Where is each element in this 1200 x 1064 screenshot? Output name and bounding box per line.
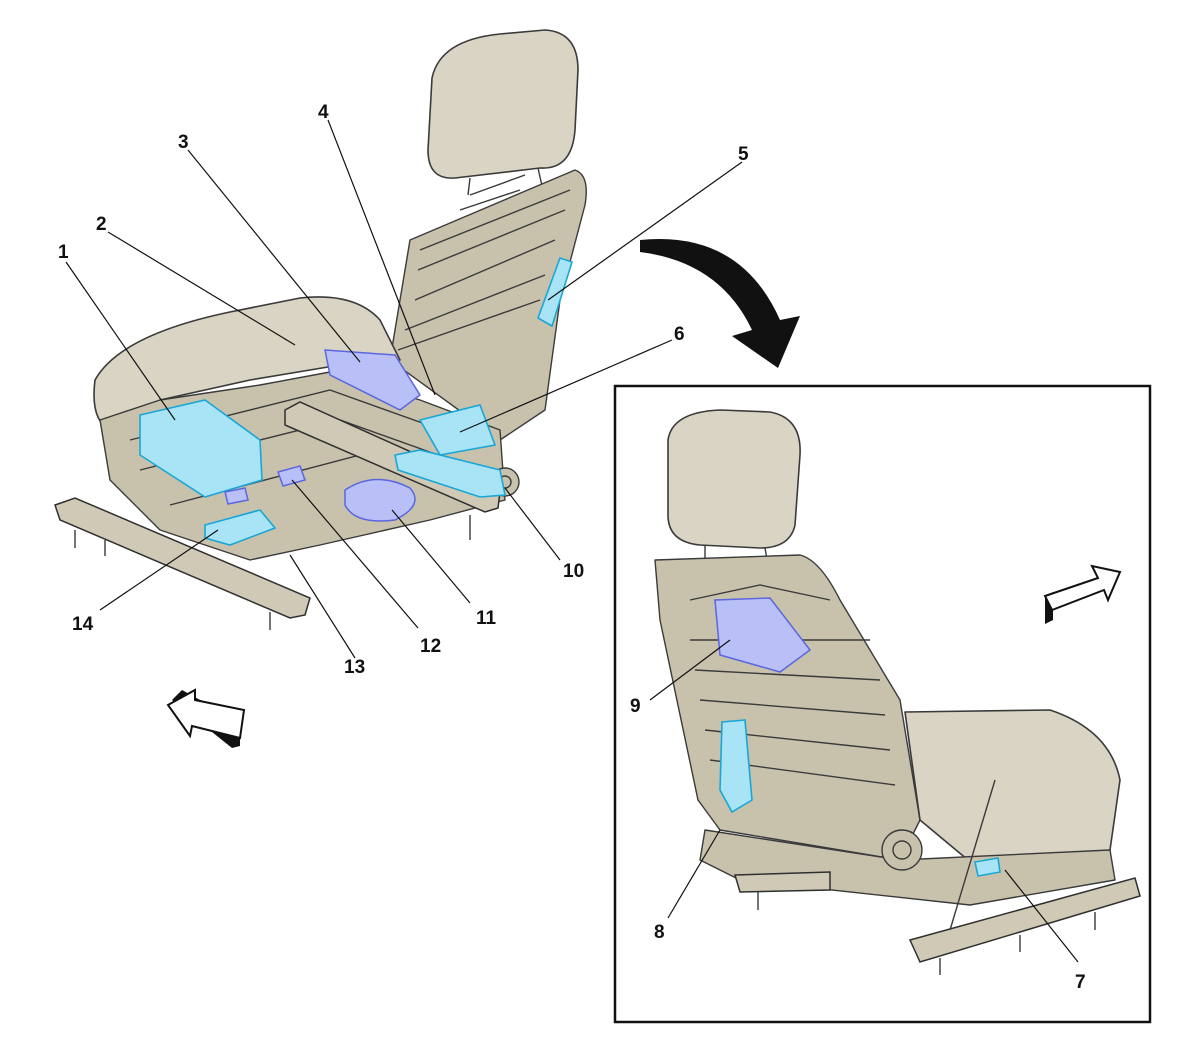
callout-6: 6 <box>674 324 685 345</box>
callout-8: 8 <box>654 922 665 943</box>
module-5-highlight <box>537 256 573 328</box>
callout-12: 12 <box>420 636 441 657</box>
module-14-highlight <box>204 509 277 546</box>
main-left-rail <box>54 497 311 619</box>
callout-3: 3 <box>178 132 189 153</box>
callout-10: 10 <box>563 561 584 582</box>
module-8-highlight <box>719 719 753 814</box>
main-seat-view <box>54 29 587 630</box>
inset-rear-rail <box>734 871 831 893</box>
forward-arrow-icon <box>166 688 246 748</box>
module-1-highlight <box>139 399 263 498</box>
callout-14: 14 <box>72 614 94 635</box>
inset-frame <box>613 384 1152 1024</box>
module-10-highlight <box>394 449 506 498</box>
callout-2: 2 <box>96 214 107 235</box>
module-13-highlight <box>224 487 249 505</box>
curved-arrow-icon <box>640 239 800 368</box>
callout-7: 7 <box>1075 972 1086 993</box>
main-headrest <box>427 29 579 179</box>
module-6-highlight <box>418 404 497 456</box>
callout-4: 4 <box>318 102 329 123</box>
module-11-highlight <box>344 478 416 522</box>
main-callouts: 1 2 3 4 5 6 10 11 12 13 14 <box>58 102 749 678</box>
callout-5: 5 <box>738 144 749 165</box>
callout-11: 11 <box>476 608 497 629</box>
inset-leader-lines <box>649 639 1079 963</box>
inset-seat-view <box>654 409 1141 975</box>
callout-9: 9 <box>630 696 641 717</box>
inset-forward-arrow-icon <box>1043 564 1122 624</box>
module-9-highlight <box>714 597 812 673</box>
callout-13: 13 <box>344 657 365 678</box>
module-7-highlight <box>974 857 1001 877</box>
main-leader-lines <box>65 119 743 659</box>
callout-1: 1 <box>58 242 69 263</box>
inset-front-rail <box>908 877 1141 963</box>
module-3-highlight <box>324 349 422 411</box>
inset-callouts: 7 8 9 <box>630 696 1086 993</box>
inset-seat-cushion <box>904 709 1121 871</box>
module-12-highlight <box>277 465 306 487</box>
inset-headrest <box>667 409 801 549</box>
